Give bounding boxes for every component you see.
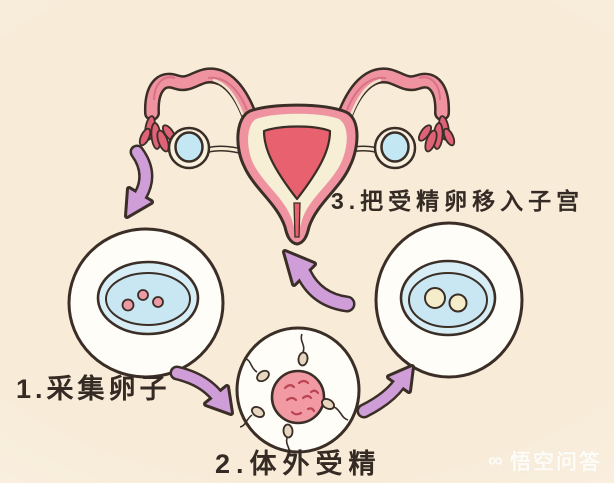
sperm-icon [321, 398, 349, 421]
uterus-illustration [138, 67, 456, 246]
watermark-logo-icon: ∞ [488, 449, 505, 472]
sperm-icon [243, 357, 270, 383]
left-fallopian-tube-icon [143, 67, 258, 125]
egg-cell-texture [283, 379, 320, 416]
right-fallopian-tube-icon [336, 67, 451, 125]
watermark: ∞ 悟空问答 [488, 446, 602, 476]
fertilization-circle [235, 326, 361, 455]
right-fimbriae-icon [417, 115, 456, 153]
uterus-body [236, 103, 359, 246]
egg-collection-circle [67, 227, 225, 379]
arrow-up-right-icon [356, 364, 415, 419]
petri-dish-icon [399, 259, 497, 337]
watermark-text: 悟空问答 [510, 451, 602, 474]
uterine-cavity [262, 125, 332, 201]
step-1-label: 1.采集卵子 [16, 374, 171, 404]
egg-cells [121, 289, 164, 312]
arrow-up-left-icon [282, 249, 356, 313]
embryo-dish-circle [374, 221, 524, 379]
sperm-icon [297, 333, 309, 367]
left-ovary-icon [167, 126, 211, 170]
sperm-icon [282, 423, 294, 455]
step-3-label: 3.把受精卵移入子宫 [331, 188, 585, 214]
embryo-cells [424, 287, 468, 313]
cervical-canal [293, 202, 301, 238]
step-2-label: 2.体外受精 [215, 449, 382, 479]
sperm-icon [239, 406, 265, 428]
right-ovary-icon [373, 126, 417, 170]
arrow-down-left-icon [124, 144, 154, 219]
egg-cell-icon [270, 369, 326, 425]
arrow-down-right-icon [169, 365, 234, 416]
left-fimbriae-icon [138, 115, 177, 153]
sperm-icons [239, 333, 349, 455]
